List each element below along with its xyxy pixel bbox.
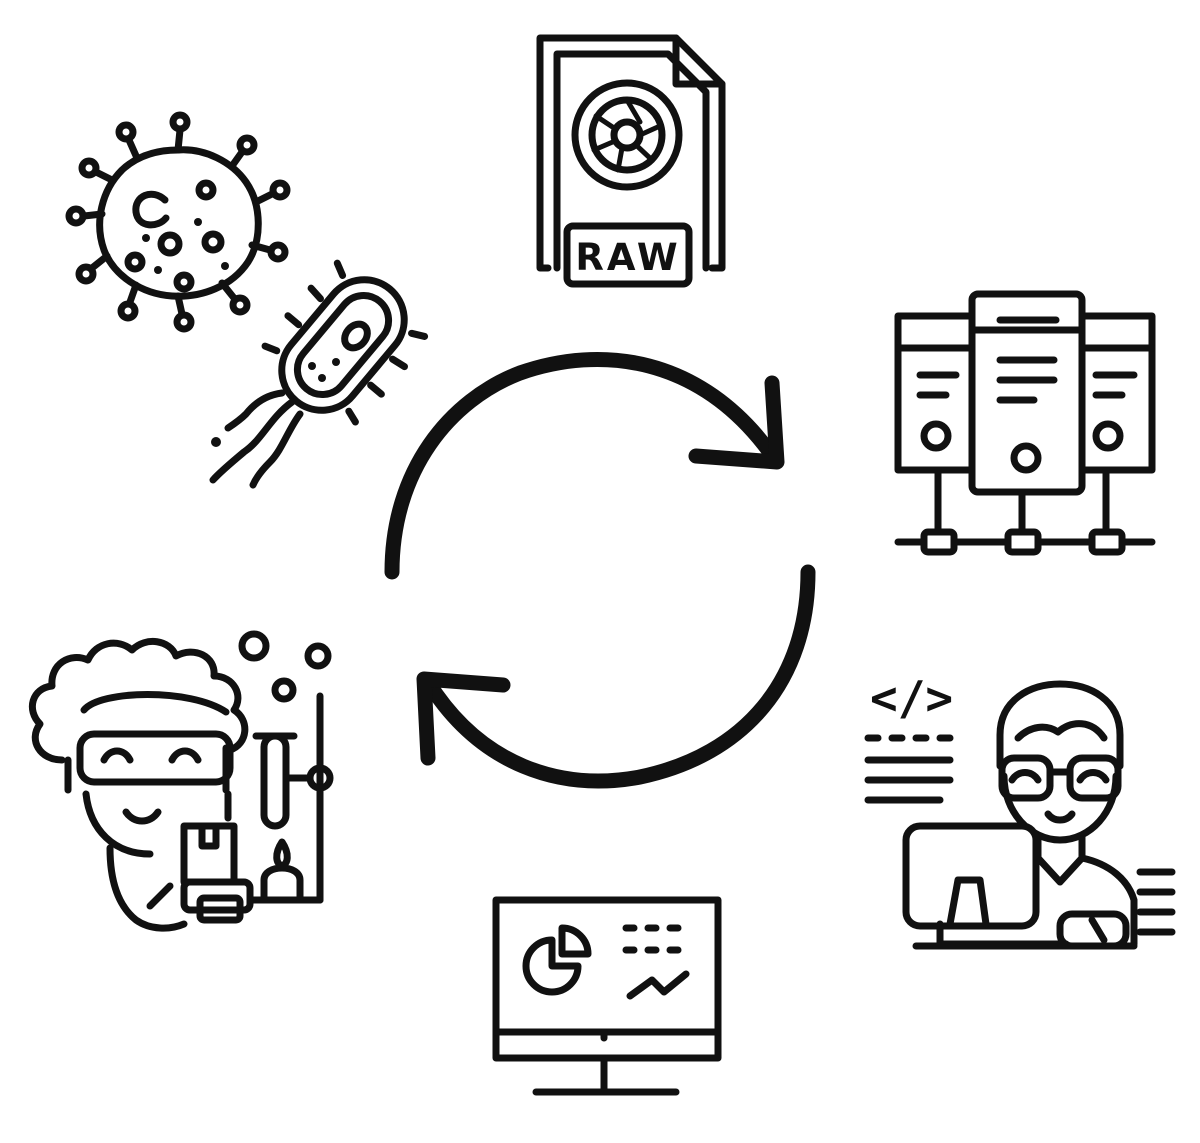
server-rack-icon — [894, 290, 1156, 556]
code-tag-label: </> — [870, 671, 953, 725]
bacteria-icon — [209, 259, 429, 489]
raw-file-icon: RAW — [536, 34, 726, 288]
programmer-icon: </> — [864, 671, 1176, 950]
refresh-cycle-icon — [384, 352, 816, 789]
virus-icon — [65, 111, 291, 333]
lab-scientist-icon — [28, 630, 334, 932]
raw-file-label: RAW — [575, 236, 680, 279]
dashboard-monitor-icon — [492, 896, 722, 1096]
